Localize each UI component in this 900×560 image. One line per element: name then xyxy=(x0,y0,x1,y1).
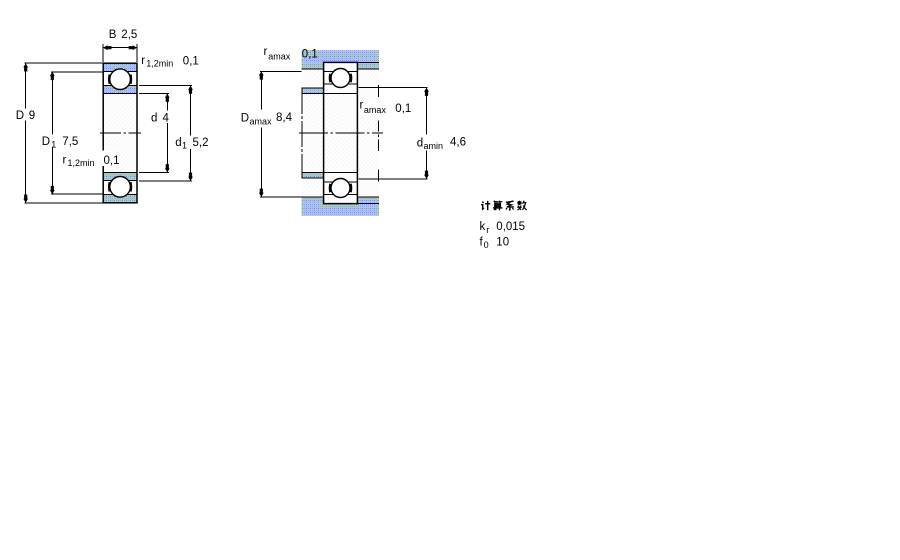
svg-text:D: D xyxy=(16,110,24,122)
svg-text:amin: amin xyxy=(424,141,444,151)
svg-text:D: D xyxy=(42,136,50,148)
svg-text:r: r xyxy=(264,46,268,58)
svg-text:5,2: 5,2 xyxy=(193,137,209,149)
svg-text:d: d xyxy=(151,113,157,125)
svg-text:0,1: 0,1 xyxy=(183,56,199,68)
svg-text:2,5: 2,5 xyxy=(121,29,137,41)
svg-text:9: 9 xyxy=(29,110,35,122)
svg-text:7,5: 7,5 xyxy=(62,136,78,148)
svg-text:r: r xyxy=(141,55,145,67)
svg-text:1,2min: 1,2min xyxy=(146,59,173,69)
svg-text:r: r xyxy=(360,100,364,112)
svg-text:4,6: 4,6 xyxy=(450,137,466,149)
svg-text:0,1: 0,1 xyxy=(104,155,120,167)
svg-text:B: B xyxy=(109,29,117,41)
svg-text:10: 10 xyxy=(496,236,509,248)
svg-text:0,015: 0,015 xyxy=(496,221,525,233)
svg-text:amax: amax xyxy=(250,117,273,127)
svg-text:amax: amax xyxy=(364,105,387,115)
svg-text:0,1: 0,1 xyxy=(395,103,411,115)
svg-text:r: r xyxy=(486,225,489,235)
svg-text:d: d xyxy=(417,138,423,150)
svg-text:0,1: 0,1 xyxy=(302,48,318,60)
svg-text:r: r xyxy=(63,155,67,167)
svg-text:1: 1 xyxy=(51,140,56,150)
svg-text:f: f xyxy=(480,236,484,248)
svg-text:d: d xyxy=(175,137,181,149)
svg-text:4: 4 xyxy=(163,113,170,125)
svg-text:1,2min: 1,2min xyxy=(68,158,95,168)
svg-text:k: k xyxy=(480,221,486,233)
svg-text:D: D xyxy=(241,113,249,125)
svg-text:1: 1 xyxy=(182,141,187,151)
svg-text:amax: amax xyxy=(268,51,291,61)
svg-text:0: 0 xyxy=(484,240,489,250)
svg-text:8,4: 8,4 xyxy=(276,112,293,124)
